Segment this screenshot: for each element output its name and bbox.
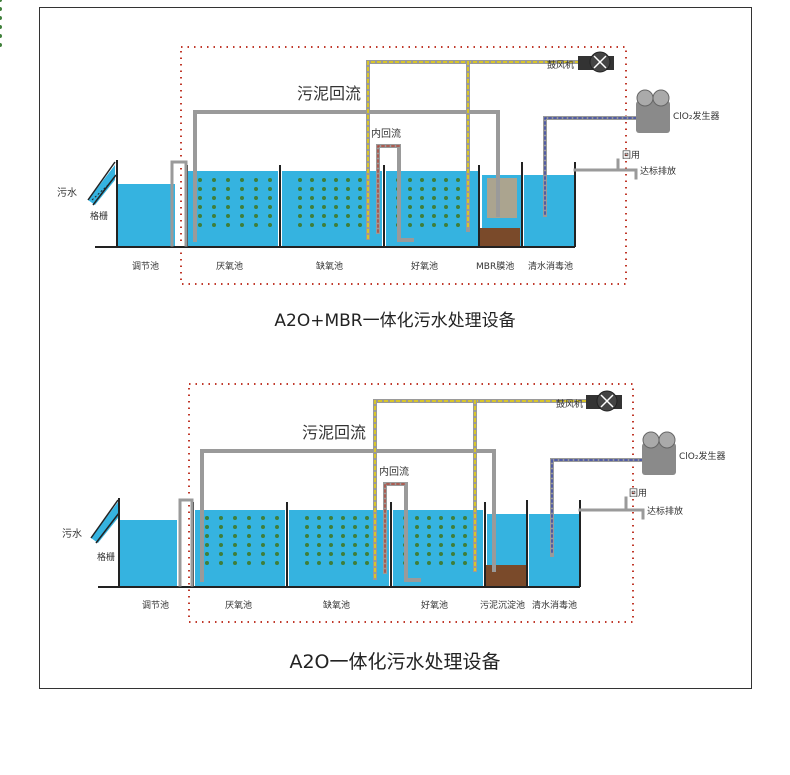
label-grille: 格栅 — [90, 210, 108, 222]
grille-inlet — [91, 502, 118, 543]
blower-icon — [578, 51, 614, 73]
tank-anaerobic — [195, 510, 285, 586]
label-internal-return: 内回流 — [371, 127, 401, 140]
label-internal-return: 内回流 — [379, 465, 409, 478]
tank-label: 调节池 — [142, 599, 169, 611]
label-discharge: 达标排放 — [647, 505, 683, 517]
blower-icon — [586, 390, 622, 412]
mbr-membrane-module — [487, 178, 517, 218]
tank-label: 缺氧池 — [316, 260, 343, 272]
caption-a2o-mbr: A2O+MBR一体化污水处理设备 — [274, 311, 516, 331]
label-sludge-return: 污泥回流 — [297, 84, 361, 103]
tank-label: 好氧池 — [421, 599, 448, 611]
clo2-generator-icon — [636, 89, 670, 133]
tank-label: 调节池 — [132, 260, 159, 272]
label-reuse: 回用 — [622, 150, 640, 161]
tank-regulating — [118, 184, 175, 246]
label-grille: 格栅 — [97, 551, 115, 563]
caption-a2o: A2O一体化污水处理设备 — [289, 651, 501, 673]
label-sewage: 污水 — [62, 528, 82, 540]
tank-anaerobic — [188, 171, 278, 246]
label-sewage: 污水 — [57, 187, 77, 199]
tank-label: 厌氧池 — [216, 260, 243, 272]
tank-aerobic — [386, 171, 478, 246]
diagram-a2o-mbr: 污泥回流 内回流 鼓风机 ClO₂发生器 回用 达标排放 污水 格栅 调节池 厌… — [0, 0, 719, 285]
grille-inlet — [88, 165, 115, 205]
clo2-generator-icon — [642, 431, 676, 475]
tank-regulating — [120, 520, 177, 586]
equipment-boundary — [180, 46, 627, 285]
tank-label: 缺氧池 — [323, 599, 350, 611]
label-clo2: ClO₂发生器 — [673, 110, 719, 122]
equipment-boundary — [188, 383, 634, 623]
tank-disinfection — [524, 175, 574, 246]
label-sludge-return: 污泥回流 — [302, 423, 366, 442]
tank-label: 好氧池 — [411, 260, 438, 272]
tank-label: 清水消毒池 — [528, 260, 573, 272]
tank-label: 污泥沉淀池 — [480, 599, 525, 611]
tank-label: 清水消毒池 — [532, 599, 577, 611]
sludge-layer — [484, 565, 528, 586]
label-clo2: ClO₂发生器 — [679, 450, 725, 462]
label-reuse: 回用 — [629, 488, 647, 499]
tank-anoxic — [282, 171, 382, 246]
label-discharge: 达标排放 — [640, 165, 676, 177]
tank-label: MBR膜池 — [476, 260, 514, 272]
tank-anoxic — [289, 510, 389, 586]
sludge-layer — [478, 228, 520, 246]
label-blower: 鼓风机 — [547, 59, 574, 71]
label-blower: 鼓风机 — [556, 398, 583, 410]
aeration-bubbles-1 — [0, 0, 2, 47]
diagram-a2o: 污泥回流 内回流 鼓风机 ClO₂发生器 回用 达标排放 污水 格栅 调节池 厌… — [62, 383, 725, 623]
tank-label: 厌氧池 — [225, 599, 252, 611]
